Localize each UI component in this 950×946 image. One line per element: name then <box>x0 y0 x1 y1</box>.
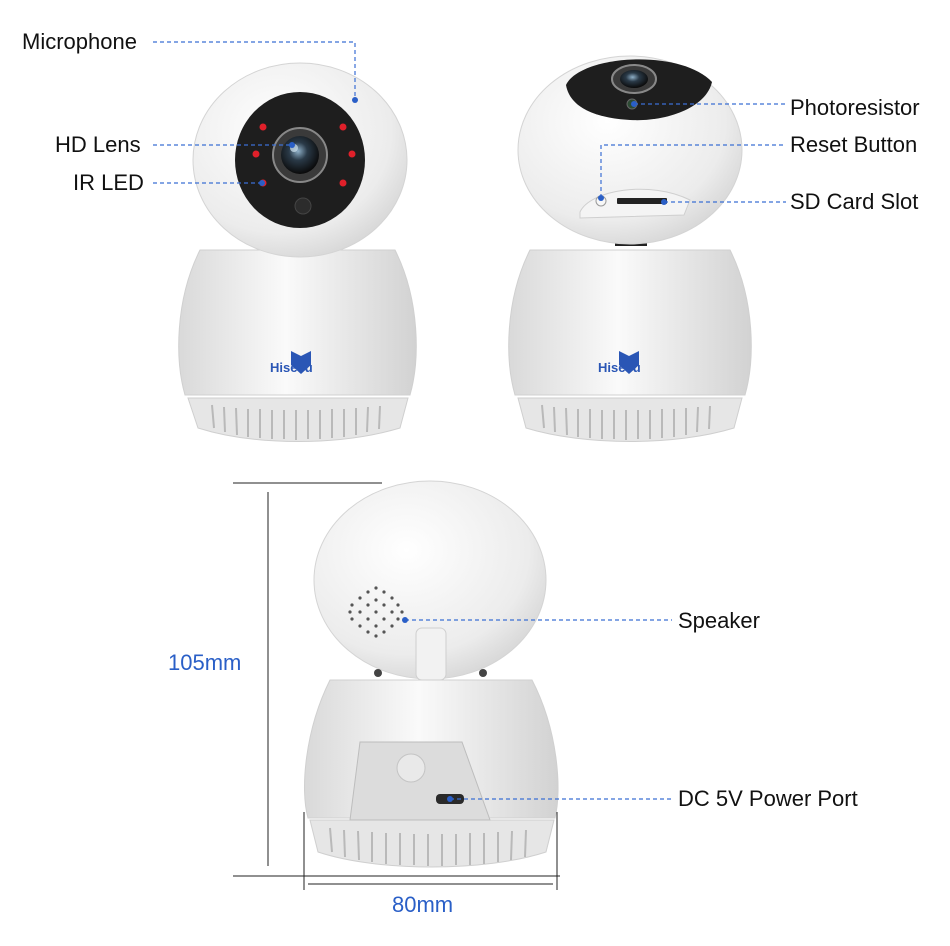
microphone-leader <box>153 41 356 100</box>
speaker-grille-icon <box>348 586 404 638</box>
reset-button-leader <box>600 144 786 198</box>
sd-card-slot-label: SD Card Slot <box>790 189 919 214</box>
brand-logo-icon <box>291 351 311 374</box>
reset-button-label: Reset Button <box>790 132 918 157</box>
leader-lines <box>153 41 786 800</box>
ir-led-label: IR LED <box>73 170 144 195</box>
sd-card-slot-icon <box>617 198 667 204</box>
brand-logo-icon-2 <box>619 351 639 374</box>
side-camera <box>508 55 752 442</box>
brand-text-side: Hiseeu <box>598 360 641 375</box>
photoresistor-label: Photoresistor <box>790 95 920 120</box>
front-vent-slots <box>211 404 381 440</box>
brand-text-front: Hiseeu <box>270 360 313 375</box>
speaker-label: Speaker <box>678 608 760 633</box>
side-lens-icon <box>620 70 648 88</box>
dimension-lines <box>233 482 560 890</box>
leader-dots <box>259 97 667 802</box>
hd-lens-icon <box>281 136 319 174</box>
width-dimension-label: 80mm <box>392 892 454 917</box>
microphone-label: Microphone <box>22 29 137 54</box>
side-vent-slots <box>541 404 711 440</box>
back-vent-slots <box>329 827 527 866</box>
power-port-label: DC 5V Power Port <box>678 786 858 811</box>
hd-lens-label: HD Lens <box>55 132 141 157</box>
back-camera <box>304 480 559 868</box>
height-dimension-label: 105mm <box>168 650 242 675</box>
front-camera <box>178 62 417 442</box>
